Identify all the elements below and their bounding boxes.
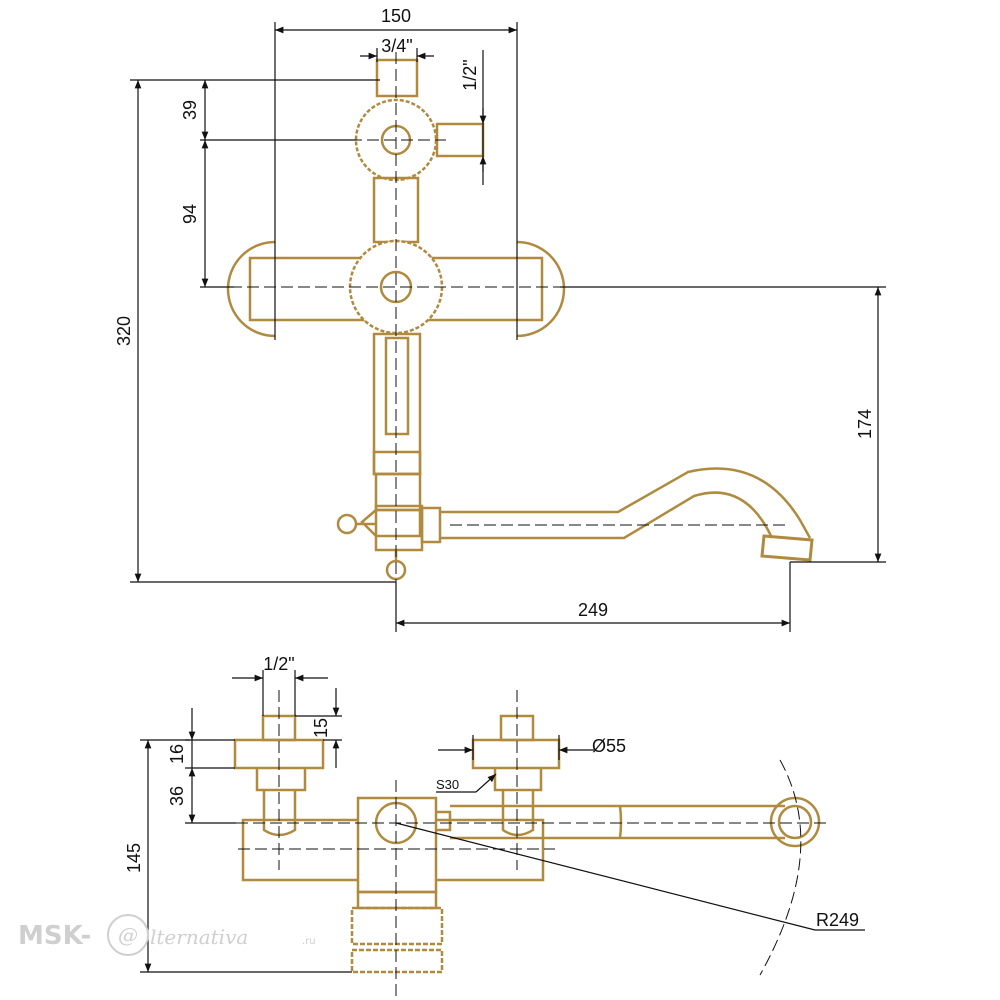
body-slot [384,336,410,436]
watermark-prefix: MSK- [18,921,91,951]
swing-arc [759,759,802,976]
dim-wrench: S30 [436,777,459,792]
watermark-circle [107,914,149,956]
dim-145: 145 [124,843,144,873]
spout-joint [618,805,623,839]
knob-neck [356,890,438,910]
diverter-block [374,472,422,512]
right-flange [471,738,561,770]
front-faucet-outline [226,58,814,581]
dim-radius: R249 [816,910,859,930]
dim-36: 36 [167,786,187,806]
front-centerlines [230,52,790,600]
diverter-body [374,504,424,552]
diverter-neck [360,508,422,538]
spout-ring [420,506,442,544]
diverter-stub [436,810,452,832]
body-collar [372,450,422,476]
top-inlet [375,58,419,98]
dim-offset-39: 39 [180,100,200,120]
dim-width-total: 150 [381,6,411,26]
spout-top-edge [440,467,812,539]
left-nut [255,768,307,792]
spout-bottom-edge [440,491,774,540]
top-centerlines [236,690,830,1000]
aerator-inner [777,804,813,840]
dim-height-total: 320 [114,316,134,346]
central-body [356,796,438,894]
watermark-at: @ [118,923,138,947]
knob-lower-knurl [350,948,444,974]
right-nut [493,768,543,792]
dim-spout-height: 174 [855,409,875,439]
front-dimension-lines [130,22,886,632]
watermark-logo: MSK- @ lternativa .ru [18,914,316,956]
dim-16: 16 [167,744,187,764]
watermark-tld: .ru [302,936,316,947]
right-connector [501,790,535,837]
top-dimension-lines [140,670,865,973]
dim-15: 15 [311,718,331,738]
dim-spout-reach: 249 [578,600,608,620]
dim-top-inlet: 1/2" [263,654,294,674]
dim-inlet-side: 1/2" [460,59,480,90]
left-disc [226,240,276,338]
dim-offset-94: 94 [180,204,200,224]
right-disc [516,240,566,338]
watermark-suffix: lternativa [150,925,248,949]
top-faucet-outline [233,714,821,974]
dim-diameter: Ø55 [592,736,626,756]
lever-knob-left [336,513,358,535]
aerator [760,534,814,562]
knob-upper-knurl [350,906,444,946]
dim-inlet-top: 3/4" [381,36,412,56]
